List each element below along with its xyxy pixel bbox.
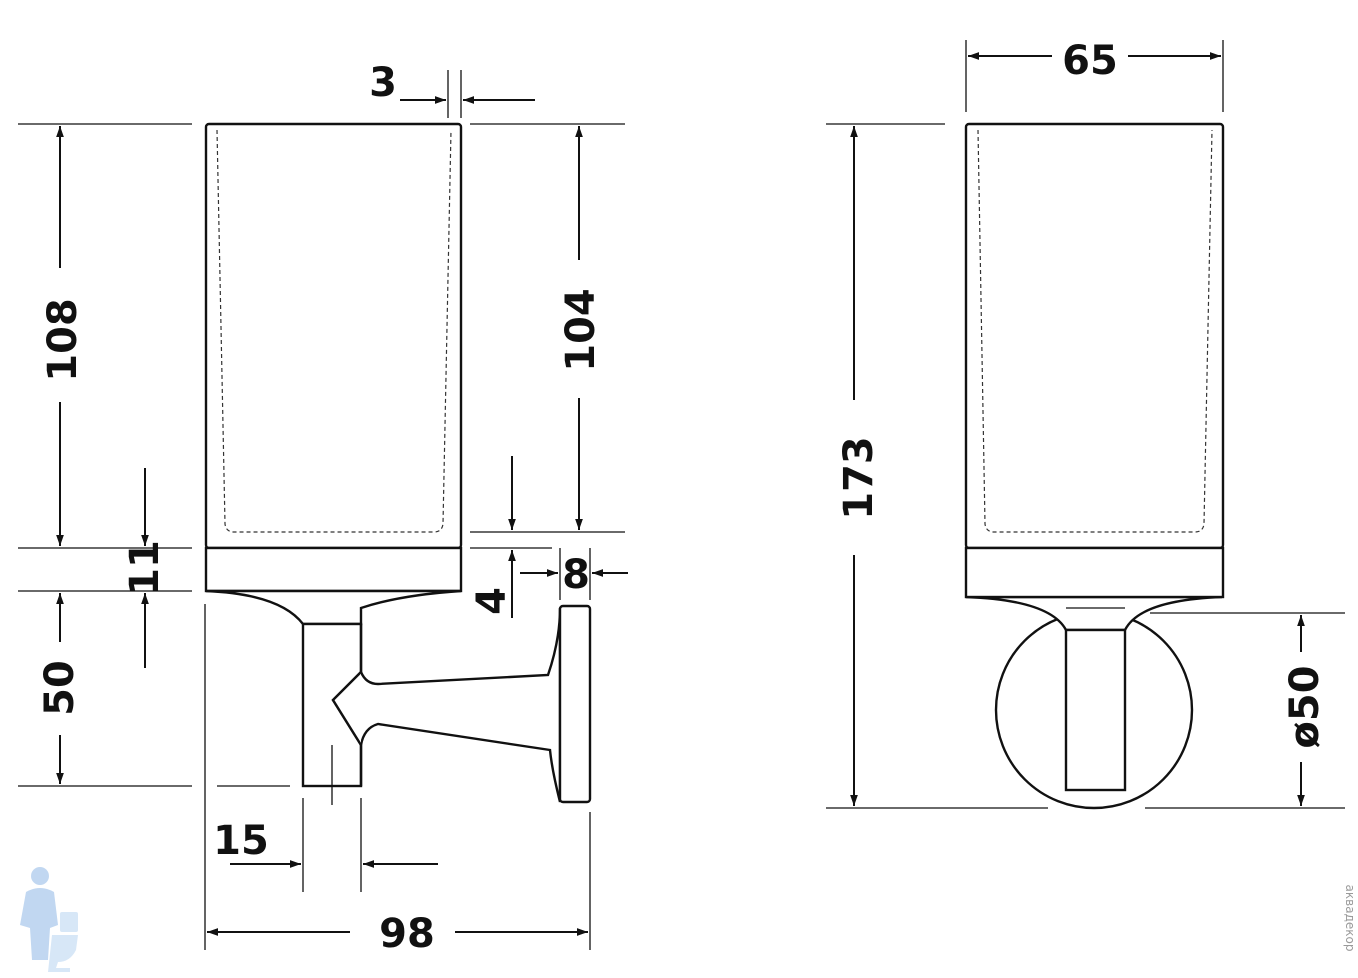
plumber-mascot-icon xyxy=(20,867,78,972)
dim-arm-width: 15 xyxy=(213,818,269,864)
glass-front-outline xyxy=(964,122,1225,550)
glass-front-inner-dashed xyxy=(977,129,1213,533)
dim-rosette-diameter: ø50 xyxy=(1282,665,1328,748)
dim-wall-gap: 3 xyxy=(369,60,397,106)
dim-base-height: 11 xyxy=(122,540,168,596)
extension-lines xyxy=(18,40,1345,950)
dim-total-depth: 98 xyxy=(379,911,435,957)
dim-bracket-height: 50 xyxy=(37,660,83,716)
glass-side-inner-dashed xyxy=(216,129,452,533)
dim-plate-thickness: 8 xyxy=(562,552,590,598)
dim-width: 65 xyxy=(1062,38,1118,84)
arm-notch xyxy=(331,671,363,746)
side-view xyxy=(204,122,592,805)
dim-total-height: 173 xyxy=(836,436,882,520)
watermark-text: аквадекор xyxy=(1343,885,1357,952)
holder-arm xyxy=(331,607,562,803)
dim-holder-offset: 4 xyxy=(469,587,515,615)
front-view xyxy=(964,122,1225,810)
holder-base-front xyxy=(964,546,1225,599)
wall-plate-side xyxy=(558,604,592,804)
dimension-arrows xyxy=(56,52,1305,936)
holder-flare-left xyxy=(205,589,462,626)
dim-glass-height: 108 xyxy=(40,298,86,382)
glass-side-outline xyxy=(204,122,463,550)
dim-glass-inner-height: 104 xyxy=(558,288,604,372)
holder-base-side xyxy=(204,546,463,593)
holder-stem-front xyxy=(1064,628,1127,792)
